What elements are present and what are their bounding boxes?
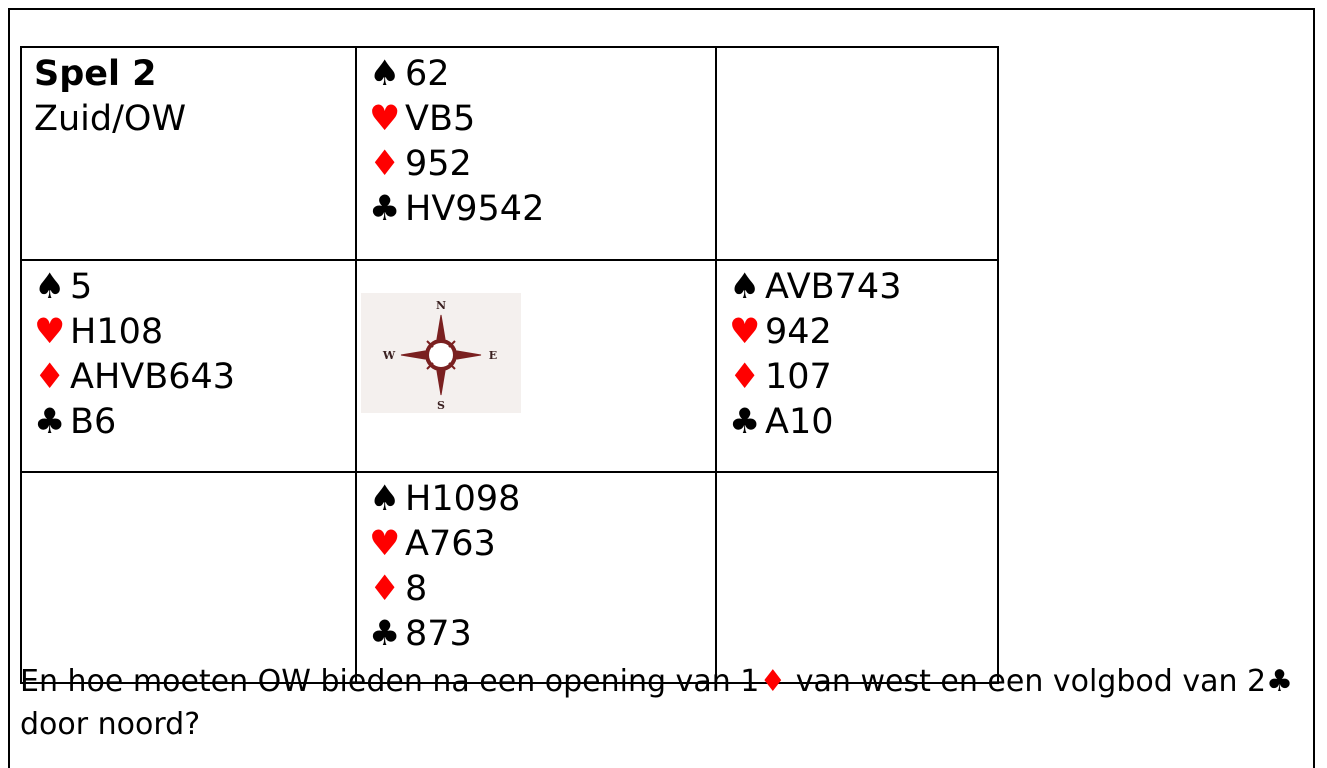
west-hand: ♠5 ♥H108 ♦AHVB643 ♣B6 <box>20 259 357 473</box>
west-diamonds: AHVB643 <box>70 357 236 397</box>
north-clubs: HV9542 <box>405 189 545 229</box>
north-spades: 62 <box>405 54 450 94</box>
spade-icon: ♠ <box>369 54 401 94</box>
compass-east-label: E <box>489 349 497 362</box>
east-hand: ♠AVB743 ♥942 ♦107 ♣A10 <box>715 259 999 473</box>
diamond-icon: ♦ <box>369 144 401 184</box>
spade-icon: ♠ <box>369 479 401 519</box>
spade-icon: ♠ <box>729 267 761 307</box>
board-info-cell: Spel 2 Zuid/OW <box>20 46 357 261</box>
compass-cell: N S W E <box>355 259 717 473</box>
club-icon: ♣ <box>369 614 401 654</box>
diamond-icon: ♦ <box>369 569 401 609</box>
bidding-question: En hoe moeten OW bieden na een opening v… <box>20 660 1310 746</box>
question-text-1: En hoe moeten OW bieden na een opening v… <box>20 664 760 699</box>
heart-icon: ♥ <box>729 312 761 352</box>
south-hearts: A763 <box>405 524 496 564</box>
south-spades: H1098 <box>405 479 521 519</box>
north-hearts: VB5 <box>405 99 476 139</box>
club-icon: ♣ <box>1266 664 1294 699</box>
south-diamonds: 8 <box>405 569 428 609</box>
club-icon: ♣ <box>369 189 401 229</box>
empty-cell-se <box>715 471 999 684</box>
diamond-icon: ♦ <box>759 664 787 699</box>
spade-icon: ♠ <box>34 267 66 307</box>
north-diamonds: 952 <box>405 144 472 184</box>
east-hearts: 942 <box>765 312 832 352</box>
south-hand: ♠H1098 ♥A763 ♦8 ♣873 <box>355 471 717 684</box>
board-title: Spel 2 <box>34 54 157 94</box>
east-diamonds: 107 <box>765 357 832 397</box>
empty-cell-sw <box>20 471 357 684</box>
north-hand: ♠62 ♥VB5 ♦952 ♣HV9542 <box>355 46 717 261</box>
south-clubs: 873 <box>405 614 472 654</box>
west-clubs: B6 <box>70 402 117 442</box>
empty-cell-ne <box>715 46 999 261</box>
question-text-2: van west en een volgbod van 2 <box>786 664 1267 699</box>
diamond-icon: ♦ <box>34 357 66 397</box>
question-text-3: door noord? <box>20 707 201 742</box>
compass-west-label: W <box>382 349 396 362</box>
diamond-icon: ♦ <box>729 357 761 397</box>
west-spades: 5 <box>70 267 93 307</box>
east-spades: AVB743 <box>765 267 902 307</box>
page-frame <box>8 8 1315 768</box>
club-icon: ♣ <box>729 402 761 442</box>
dealer-vulnerability: Zuid/OW <box>34 99 187 139</box>
compass-north-label: N <box>436 299 446 312</box>
club-icon: ♣ <box>34 402 66 442</box>
west-hearts: H108 <box>70 312 164 352</box>
compass-south-label: S <box>437 399 445 412</box>
heart-icon: ♥ <box>34 312 66 352</box>
east-clubs: A10 <box>765 402 834 442</box>
deal-diagram: Spel 2 Zuid/OW ♠62 ♥VB5 ♦952 ♣HV9542 ♠5 … <box>20 46 999 684</box>
heart-icon: ♥ <box>369 524 401 564</box>
heart-icon: ♥ <box>369 99 401 139</box>
compass-rose-icon: N S W E <box>361 293 521 413</box>
